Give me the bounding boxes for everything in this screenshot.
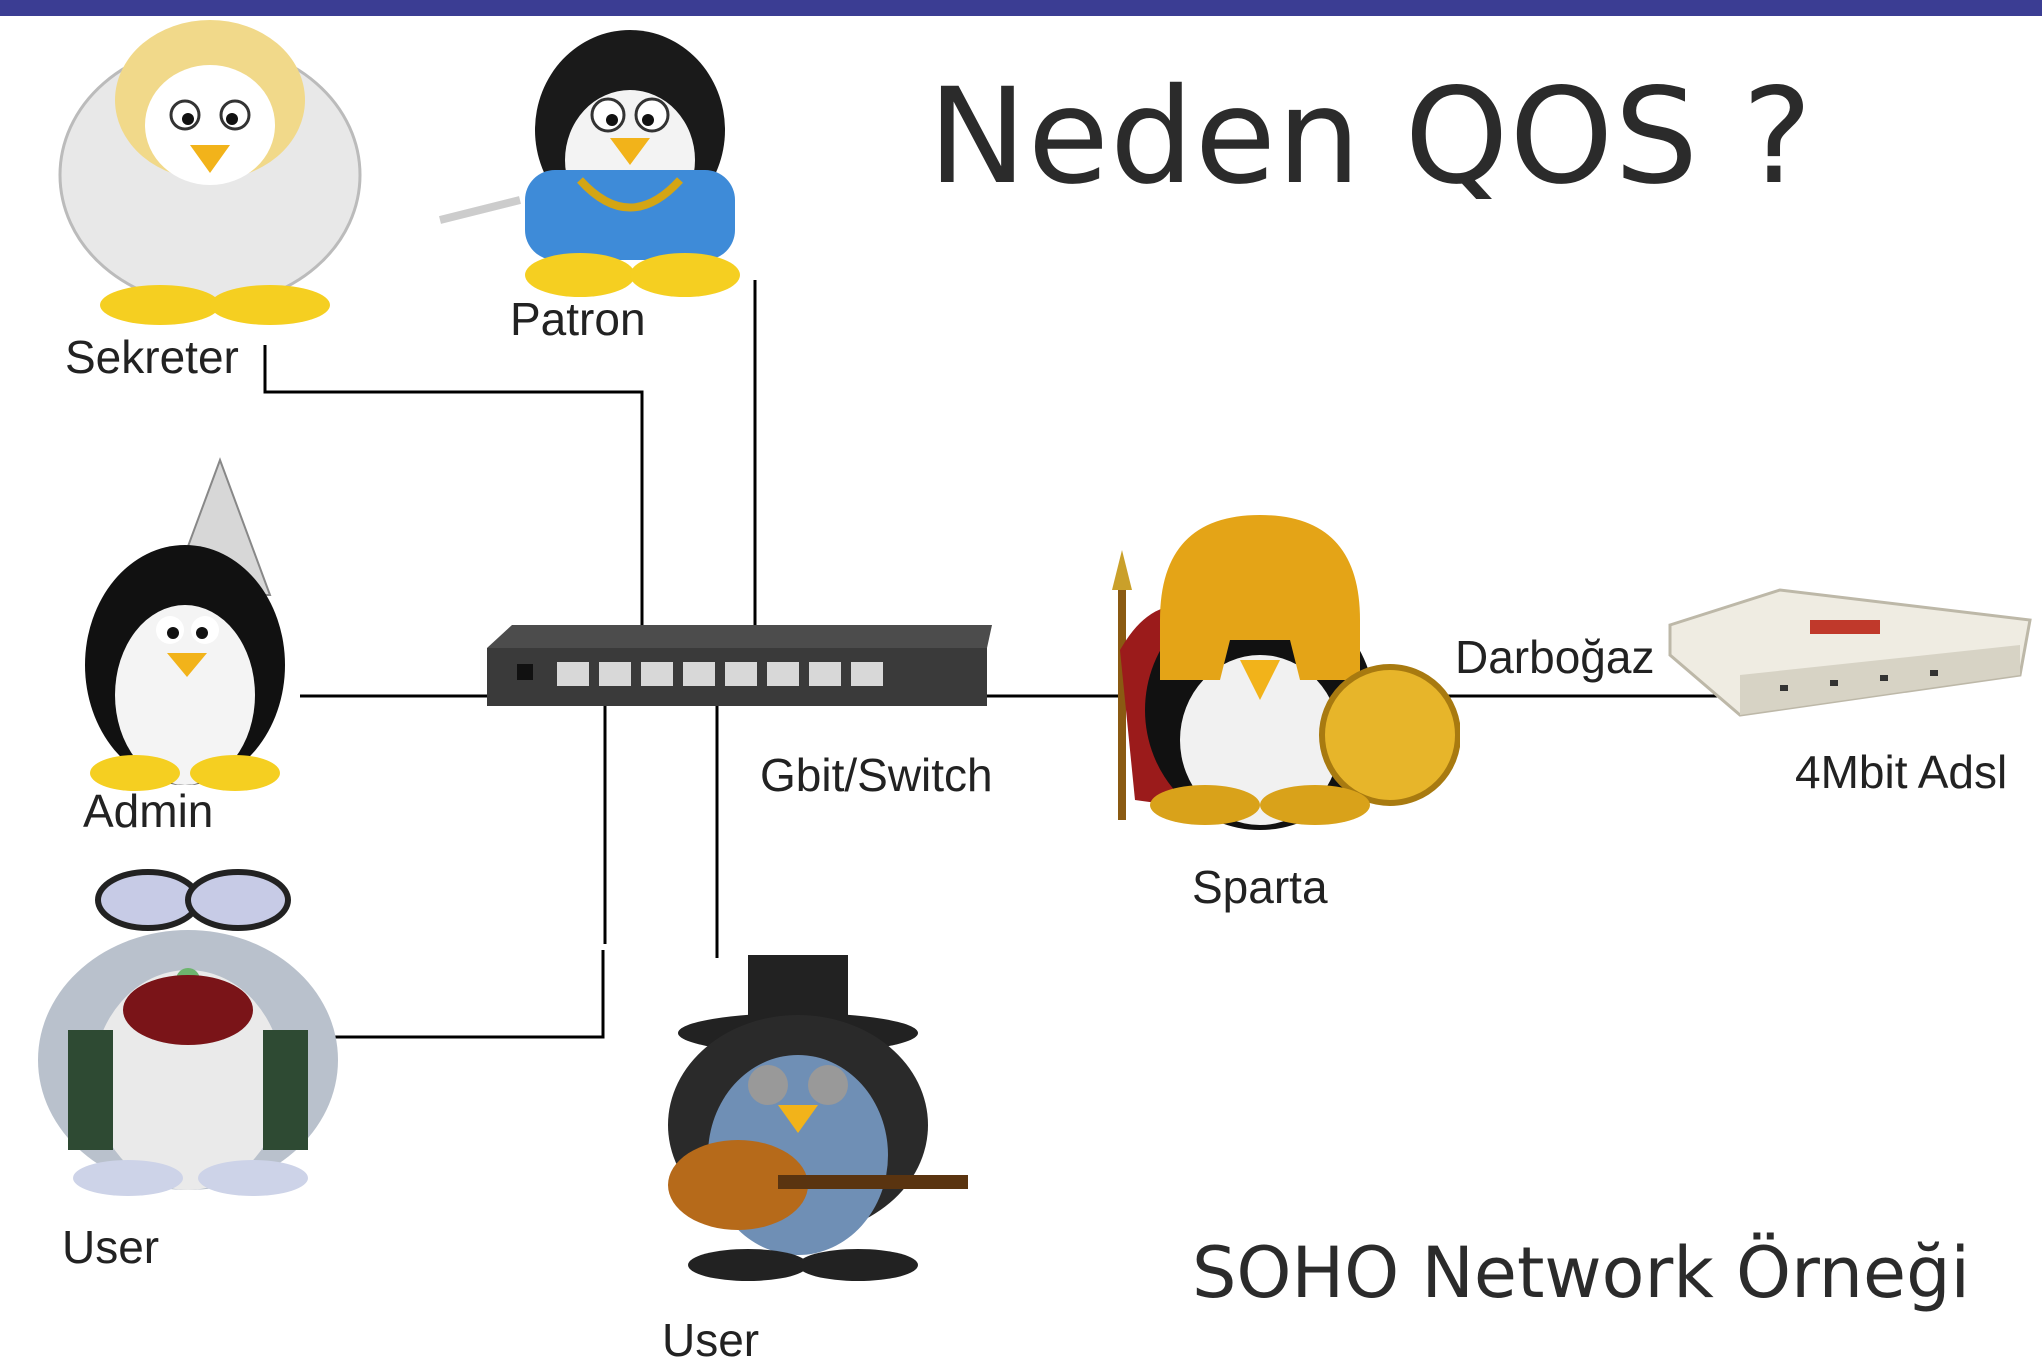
- slide-subtitle: SOHO Network Örneği: [1192, 1232, 1970, 1314]
- gbit-switch-icon: [487, 625, 992, 706]
- user2-label: User: [662, 1314, 760, 1366]
- bottleneck-label: Darboğaz: [1455, 631, 1655, 683]
- slide-title: Neden QOS ?: [928, 60, 1814, 214]
- link-user1-switch: [308, 950, 605, 1039]
- sekreter-penguin-icon: [58, 20, 362, 325]
- adsl-modem-icon: [1668, 588, 2032, 717]
- link-sekreter-switch: [263, 345, 644, 668]
- user1-penguin-icon: [38, 869, 338, 1196]
- user1-label: User: [62, 1221, 160, 1273]
- sparta-label: Sparta: [1192, 861, 1328, 913]
- modem-label: 4Mbit Adsl: [1795, 746, 2008, 798]
- patron-penguin-icon: [439, 30, 740, 297]
- switch-label: Gbit/Switch: [760, 749, 993, 801]
- admin-label: Admin: [83, 785, 214, 837]
- admin-penguin-icon: [85, 457, 285, 791]
- patron-label: Patron: [510, 293, 646, 345]
- sekreter-label: Sekreter: [65, 331, 239, 383]
- sparta-penguin-icon: [1112, 515, 1460, 830]
- top-accent-bar: [0, 0, 2042, 16]
- user2-penguin-icon: [668, 955, 968, 1281]
